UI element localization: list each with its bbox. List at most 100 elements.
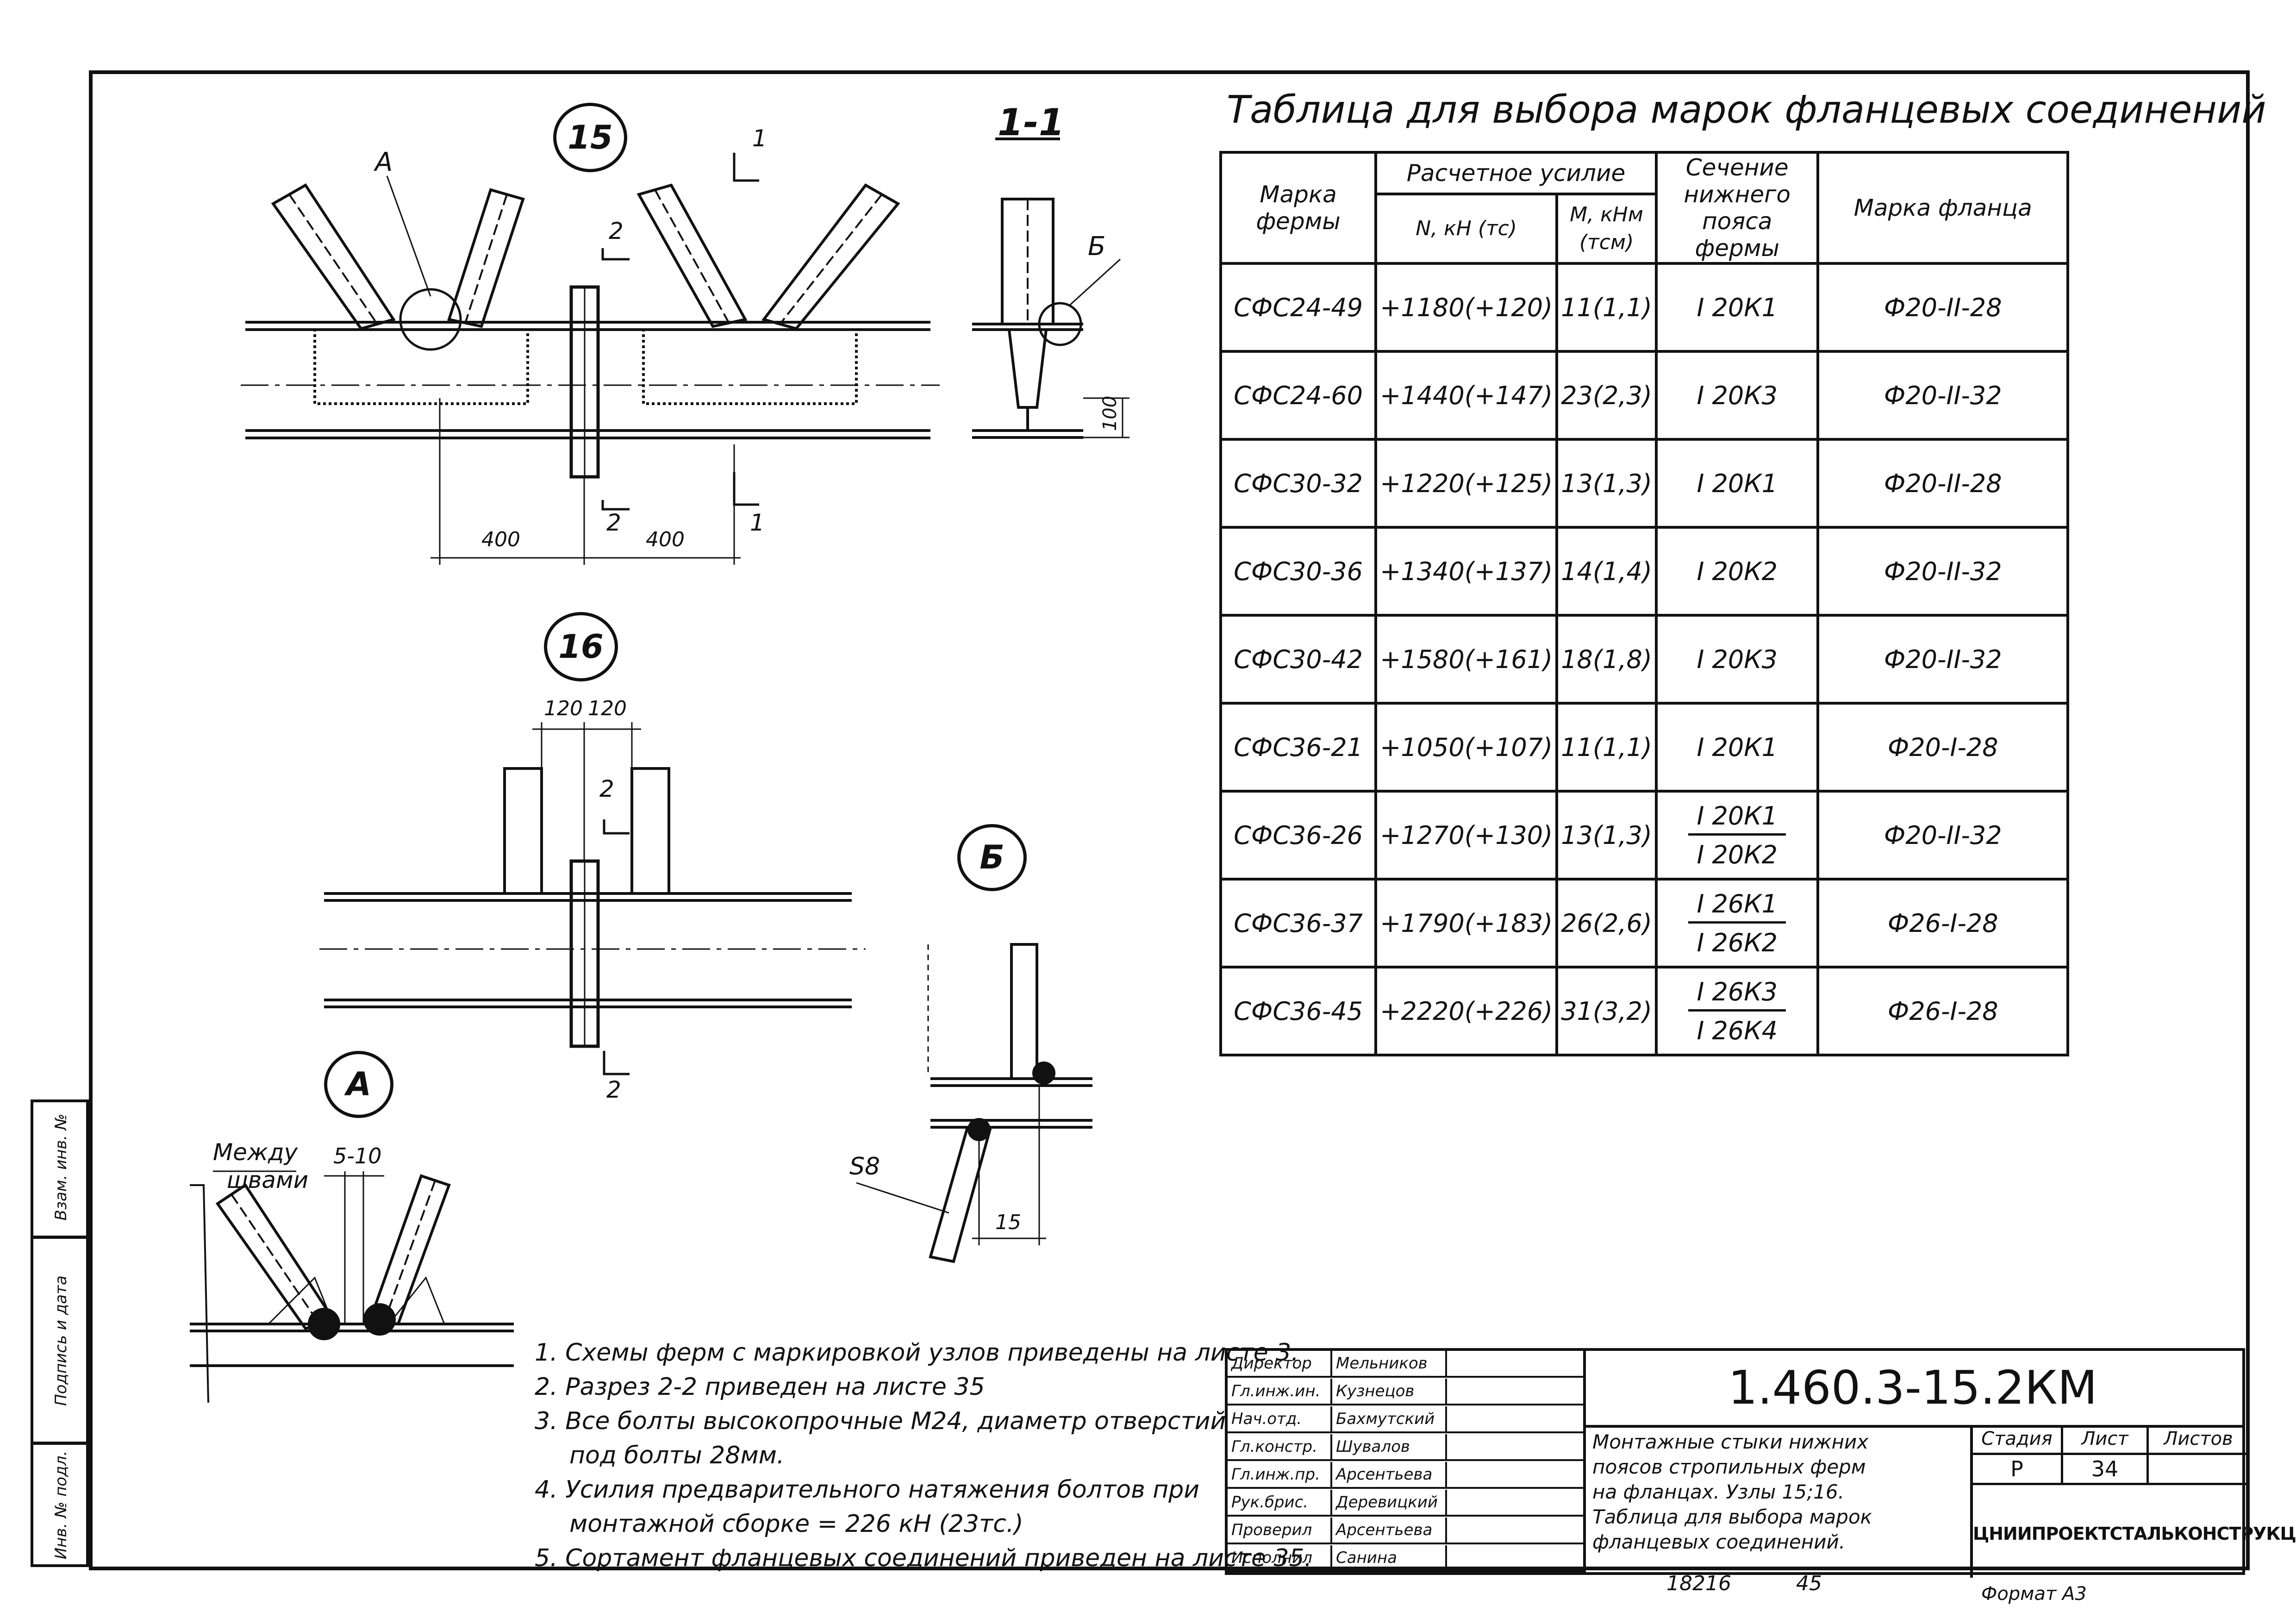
detail-a-drawing bbox=[190, 1170, 514, 1403]
section-1-1-title: 1-1 bbox=[998, 101, 1065, 144]
section-top: I 26К1 bbox=[1688, 889, 1786, 924]
callout-b-label: Б bbox=[980, 838, 1004, 876]
signature-row: Гл.констр.Шувалов bbox=[1228, 1434, 1586, 1461]
label-welds: швами bbox=[227, 1167, 309, 1193]
dim-15: 15 bbox=[995, 1211, 1021, 1234]
cut-2-bottom: 2 bbox=[606, 509, 621, 536]
signature-field bbox=[1445, 1406, 1549, 1431]
document-code: 1.460.3-15.2КМ bbox=[1583, 1351, 2242, 1428]
note-3-cont: под болты 28мм. bbox=[569, 1442, 785, 1469]
cell-n-force: +1440(+147) bbox=[1374, 350, 1559, 441]
signature-field bbox=[1445, 1351, 1549, 1376]
detail-b-drawing bbox=[856, 943, 1092, 1263]
signature-role: Исполнил bbox=[1231, 1549, 1312, 1567]
desc-line-2: поясов стропильных ферм bbox=[1592, 1455, 1866, 1478]
footer-inv-number: 18216 bbox=[1666, 1572, 1731, 1595]
cell-flange-mark: Ф20-II-32 bbox=[1816, 790, 2069, 881]
note-2: 2. Разрез 2-2 приведен на листе 35 bbox=[535, 1373, 985, 1401]
cell-n-force: +1270(+130) bbox=[1374, 790, 1559, 881]
section-bottom: I 20К2 bbox=[1697, 840, 1778, 869]
label-s8: S8 bbox=[849, 1153, 880, 1181]
note-1: 1. Схемы ферм с маркировкой узлов привед… bbox=[535, 1339, 1299, 1367]
cut-2-top: 2 bbox=[609, 218, 624, 244]
section-1-1-drawing bbox=[972, 137, 1129, 439]
organization: ЦНИИПРОЕКТСТАЛЬКОНСТРУКЦИЯ bbox=[1973, 1524, 2296, 1544]
section-top: I 26К3 bbox=[1688, 977, 1786, 1012]
node15-bubble: 15 bbox=[553, 103, 627, 172]
signature-row: Рук.брис.Деревицкий bbox=[1228, 1490, 1586, 1517]
signature-row: Гл.инж.пр. Арсентьева bbox=[1228, 1462, 1586, 1489]
section-bottom: I 26К4 bbox=[1697, 1016, 1778, 1045]
leader-b-label: Б bbox=[1088, 231, 1106, 262]
signature-name: Арсентьева bbox=[1330, 1462, 1432, 1487]
signature-name: Кузнецов bbox=[1330, 1379, 1414, 1404]
signature-field bbox=[1445, 1545, 1549, 1570]
dim-400-right: 400 bbox=[646, 528, 685, 551]
cell-section: I 20К2 bbox=[1654, 526, 1820, 617]
cell-moment: 11(1,1) bbox=[1555, 702, 1658, 793]
header-truss-mark: Марка фермы bbox=[1219, 151, 1378, 265]
sheet-value: 34 bbox=[2063, 1455, 2149, 1485]
cell-moment: 31(3,2) bbox=[1555, 966, 1658, 1056]
cut-1-top: 1 bbox=[752, 125, 767, 152]
label-between: Между bbox=[213, 1139, 298, 1166]
document-description: Монтажные стыки нижних поясов стропильны… bbox=[1592, 1430, 1963, 1555]
signature-role: Гл.инж.пр. bbox=[1231, 1465, 1320, 1484]
note-5: 5. Сортамент фланцевых соединений привед… bbox=[535, 1544, 1312, 1572]
header-section: Сечение нижнего пояса фермы bbox=[1654, 151, 1820, 265]
signature-field bbox=[1445, 1434, 1549, 1459]
desc-line-4: Таблица для выбора марок bbox=[1592, 1505, 1872, 1528]
cell-moment: 23(2,3) bbox=[1555, 350, 1658, 441]
dim-120-right: 120 bbox=[588, 697, 627, 720]
dim-100: 100 bbox=[1099, 395, 1121, 431]
cell-truss-mark: СФС36-37 bbox=[1219, 878, 1378, 968]
signature-field bbox=[1445, 1379, 1549, 1404]
signature-role: Нач.отд. bbox=[1231, 1410, 1302, 1428]
desc-line-5: фланцевых соединений. bbox=[1592, 1530, 1846, 1553]
cell-truss-mark: СФС24-49 bbox=[1219, 262, 1378, 353]
signature-role: Гл.инж.ин. bbox=[1231, 1382, 1321, 1400]
side-stamp-repl: Взам. инв. № bbox=[31, 1099, 89, 1238]
cell-moment: 13(1,3) bbox=[1555, 438, 1658, 529]
side-stamp-sign: Подпись и дата bbox=[31, 1236, 89, 1444]
footer-format: Формат А3 bbox=[1981, 1583, 2087, 1605]
node15-label: 15 bbox=[568, 119, 613, 156]
section-bottom: I 26К2 bbox=[1697, 928, 1778, 957]
signature-name: Бахмутский bbox=[1330, 1406, 1435, 1431]
cell-section: I 20К1 bbox=[1654, 262, 1820, 353]
stage-label: Стадия bbox=[1973, 1425, 2063, 1455]
signature-role: Проверил bbox=[1231, 1521, 1312, 1539]
leader-a-label: А bbox=[375, 147, 393, 177]
cell-moment: 13(1,3) bbox=[1555, 790, 1658, 881]
side-inv-repl: Взам. инв. № bbox=[52, 1113, 70, 1221]
cut-2-node16-top: 2 bbox=[599, 775, 614, 802]
sheet-label: Лист bbox=[2063, 1425, 2149, 1455]
cell-truss-mark: СФС36-45 bbox=[1219, 966, 1378, 1056]
cell-n-force: +1050(+107) bbox=[1374, 702, 1559, 793]
cell-flange-mark: Ф20-I-28 bbox=[1816, 702, 2069, 793]
desc-line-1: Монтажные стыки нижних bbox=[1592, 1430, 1869, 1453]
cell-truss-mark: СФС24-60 bbox=[1219, 350, 1378, 441]
sheets-value bbox=[2149, 1455, 2248, 1485]
cell-moment: 18(1,8) bbox=[1555, 614, 1658, 705]
signature-role: Рук.брис. bbox=[1231, 1493, 1309, 1512]
section-top: I 20К1 bbox=[1688, 801, 1786, 836]
cell-truss-mark: СФС30-42 bbox=[1219, 614, 1378, 705]
cell-n-force: +1580(+161) bbox=[1374, 614, 1559, 705]
cell-n-force: +1340(+137) bbox=[1374, 526, 1559, 617]
dim-400-left: 400 bbox=[481, 528, 520, 551]
note-3: 3. Все болты высокопрочные М24, диаметр … bbox=[535, 1407, 1226, 1435]
signature-field bbox=[1445, 1518, 1549, 1543]
dim-5-10: 5-10 bbox=[333, 1143, 382, 1168]
stage-grid: Стадия Лист Листов Р 34 ЦНИИПРОЕКТСТАЛЬК… bbox=[1970, 1425, 2296, 1578]
cut-2-node16-bottom: 2 bbox=[606, 1076, 621, 1103]
cell-section: I 20К1 bbox=[1654, 702, 1820, 793]
